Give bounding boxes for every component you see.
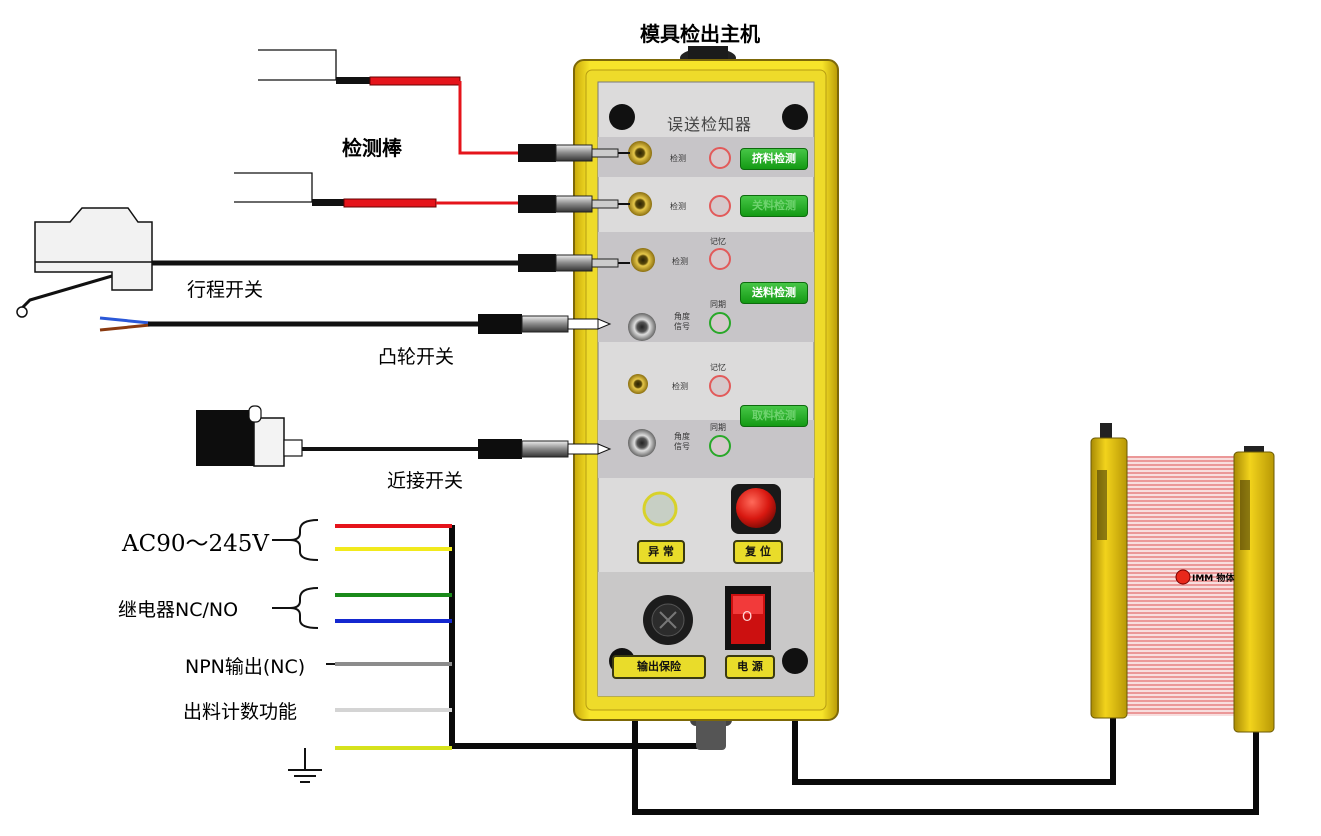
power-label: 电 源 <box>725 655 775 679</box>
output-wires <box>335 524 452 750</box>
rca-plugs <box>518 144 630 272</box>
reset-button[interactable]: 复 位 <box>733 540 783 564</box>
row5-top-label: 记忆 <box>710 363 726 372</box>
row6-top-label: 同期 <box>710 423 726 432</box>
row2-left-label: 检测 <box>670 202 686 211</box>
row3-top-label: 记忆 <box>710 237 726 246</box>
probe-label: 检测棒 <box>342 136 402 160</box>
power-switch-mark[interactable]: O <box>742 610 753 625</box>
squeeze-detect-button[interactable]: 挤料检测 <box>740 148 808 170</box>
row4-left-label: 角度 信号 <box>674 312 690 331</box>
row5-left-label: 检测 <box>672 382 688 391</box>
curtain-object-label: IMM 物体 <box>1192 574 1235 584</box>
npn-output-label: NPN输出(NC) <box>185 656 306 678</box>
relay-label: 继电器NC/NO <box>118 599 239 621</box>
cam-switch-label: 凸轮开关 <box>378 346 455 368</box>
limit-switch-label: 行程开关 <box>187 279 264 301</box>
cam-switch-wires <box>99 316 480 332</box>
pick-detect-button[interactable]: 取料检测 <box>740 405 808 427</box>
status-controls <box>642 484 781 650</box>
phone-plugs <box>478 314 612 459</box>
count-function-label: 出料计数功能 <box>183 701 298 723</box>
row3-left-label: 检测 <box>672 257 688 266</box>
probe-rods <box>234 49 522 208</box>
wire-braces <box>272 519 335 665</box>
close-detect-button[interactable]: 关料检测 <box>740 195 808 217</box>
indicator-lights <box>709 147 731 457</box>
ac-voltage-label: AC90～245V <box>122 531 269 557</box>
row6-left-label: 角度 信号 <box>674 432 690 451</box>
diagram-title: 模具检出主机 <box>640 22 760 46</box>
abnormal-label: 异 常 <box>637 540 685 564</box>
panel-title: 误送检知器 <box>667 115 753 134</box>
proximity-switch-label: 近接开关 <box>387 470 464 492</box>
row1-left-label: 检测 <box>670 154 686 163</box>
light-curtain <box>1090 423 1275 733</box>
row4-top-label: 同期 <box>710 300 726 309</box>
ground-icon <box>288 748 322 783</box>
output-fuse-label: 输出保险 <box>612 655 706 679</box>
feed-detect-button[interactable]: 送料检测 <box>740 282 808 304</box>
limit-switch-device <box>16 207 522 318</box>
panel-jacks <box>628 141 656 457</box>
proximity-switch-device <box>196 405 480 467</box>
